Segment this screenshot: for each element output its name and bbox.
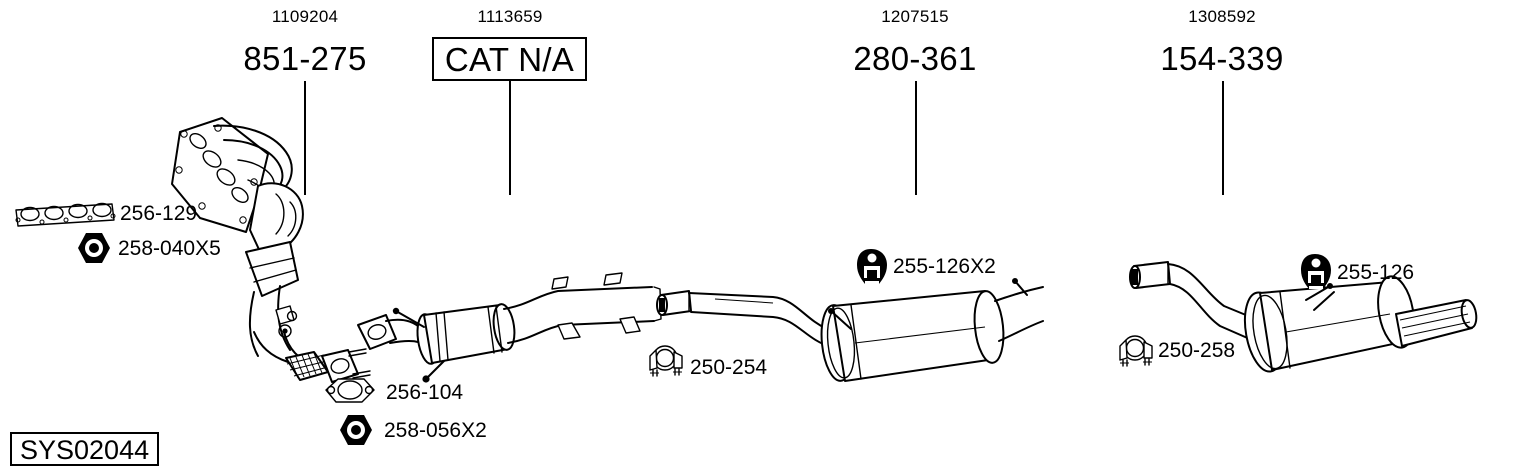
callout-label-255-126: 255-126 bbox=[1337, 261, 1415, 284]
exhaust-manifold-assembly-drawing bbox=[150, 110, 390, 360]
callout-label-250-258: 250-258 bbox=[1158, 339, 1236, 362]
leader-line-4 bbox=[1222, 81, 1224, 195]
column-ref-3: 1207515 bbox=[881, 7, 949, 26]
pipe-clamp-icon bbox=[644, 342, 686, 380]
column-part-1: 851-275 bbox=[243, 40, 367, 77]
catalytic-converter-drawing bbox=[352, 272, 662, 385]
column-part-3: 280-361 bbox=[853, 40, 977, 77]
column-ref-2: 1113659 bbox=[477, 7, 543, 26]
column-part-4: 154-339 bbox=[1160, 40, 1284, 77]
callout-label-255-126X2: 255-126X2 bbox=[893, 255, 996, 278]
rubber-hanger-icon-2 bbox=[1299, 253, 1333, 291]
manifold-gasket-icon bbox=[12, 200, 117, 228]
callout-label-250-254: 250-254 bbox=[690, 356, 768, 379]
system-code-badge: SYS02044 bbox=[10, 432, 160, 466]
callout-label-258-056X2: 258-056X2 bbox=[384, 419, 487, 442]
callout-label-258-040X5: 258-040X5 bbox=[118, 237, 221, 260]
callout-label-256-129: 256-129 bbox=[120, 202, 198, 225]
leader-line-3 bbox=[915, 81, 917, 195]
centre-silencer-drawing bbox=[655, 278, 1045, 395]
nut-icon bbox=[76, 232, 112, 264]
front-pipe-flex-and-flange-drawing bbox=[248, 330, 378, 390]
flange-gasket-icon bbox=[322, 376, 378, 406]
column-part-2: CAT N/A bbox=[432, 37, 587, 81]
callout-label-256-104: 256-104 bbox=[386, 381, 464, 404]
column-ref-1: 1109204 bbox=[271, 7, 339, 26]
column-ref-4: 1308592 bbox=[1188, 7, 1256, 26]
nut-icon-2 bbox=[338, 414, 374, 446]
leader-line-2 bbox=[509, 81, 511, 195]
rear-silencer-drawing bbox=[1128, 258, 1528, 388]
rubber-hanger-icon bbox=[855, 248, 889, 286]
leader-line-1 bbox=[304, 81, 306, 195]
pipe-clamp-icon-2 bbox=[1114, 332, 1156, 370]
